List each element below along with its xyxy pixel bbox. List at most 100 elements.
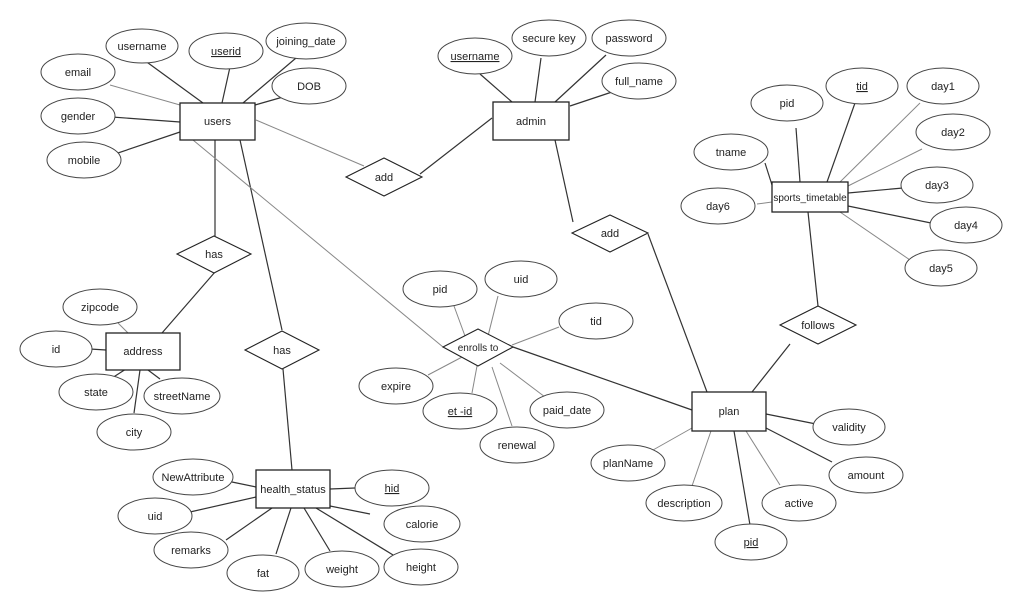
attribute-enrolls-expire[interactable]: expire	[358, 367, 434, 405]
attribute-sports-timetable-day3-label: day3	[925, 180, 949, 192]
attribute-users-gender-label: gender	[61, 111, 96, 123]
attribute-health-uid-label: uid	[148, 511, 163, 523]
attribute-plan-active-label: active	[785, 498, 814, 510]
attribute-sports-timetable-pid[interactable]: pid	[750, 84, 824, 122]
attribute-users-email[interactable]: email	[40, 53, 116, 91]
attribute-users-dob[interactable]: DOB	[271, 67, 347, 105]
attribute-health-newattribute-label: NewAttribute	[162, 472, 225, 484]
attribute-enrolls-expire-label: expire	[381, 381, 411, 393]
entity-plan[interactable]: plan	[691, 391, 767, 432]
attribute-admin-secure-key[interactable]: secure key	[511, 19, 587, 57]
attribute-sports-timetable-day4-label: day4	[954, 220, 978, 232]
attribute-enrolls-tid-label: tid	[590, 316, 602, 328]
attribute-plan-amount-label: amount	[848, 470, 885, 482]
attribute-enrolls-paid-date-label: paid_date	[543, 405, 591, 417]
entity-sports-timetable[interactable]: sports_timetable	[771, 181, 849, 213]
attribute-address-streetname[interactable]: streetName	[143, 377, 221, 415]
entity-admin[interactable]: admin	[492, 101, 570, 141]
attribute-users-username[interactable]: username	[105, 28, 179, 64]
attribute-address-state[interactable]: state	[58, 373, 134, 411]
attribute-users-userid-label: userid	[211, 46, 241, 58]
attribute-health-height[interactable]: height	[383, 548, 459, 586]
attribute-address-zipcode[interactable]: zipcode	[62, 288, 138, 326]
relationship-has-health-label: has	[273, 345, 291, 357]
attribute-plan-pid-label: pid	[744, 537, 759, 549]
attribute-enrolls-renewal[interactable]: renewal	[479, 426, 555, 464]
entity-health-status[interactable]: health_status	[255, 469, 331, 509]
attribute-health-weight-label: weight	[325, 564, 358, 576]
connectors	[89, 54, 932, 559]
entity-sports-timetable-label: sports_timetable	[773, 193, 847, 204]
attribute-sports-timetable-day2[interactable]: day2	[915, 113, 991, 151]
attribute-plan-amount[interactable]: amount	[828, 456, 904, 494]
attribute-plan-planname-label: planName	[603, 458, 653, 470]
attribute-users-userid[interactable]: userid	[188, 32, 264, 70]
relationship-enrolls-to[interactable]: enrolls to	[441, 328, 515, 367]
entity-plan-label: plan	[719, 406, 740, 418]
attribute-health-weight[interactable]: weight	[304, 550, 380, 588]
attribute-plan-description-label: description	[657, 498, 710, 510]
attribute-address-city[interactable]: city	[96, 413, 172, 451]
attribute-health-uid[interactable]: uid	[117, 497, 193, 535]
attribute-admin-password[interactable]: password	[591, 19, 667, 57]
attribute-sports-timetable-tid-label: tid	[856, 81, 868, 93]
entity-address[interactable]: address	[105, 332, 181, 371]
attribute-health-height-label: height	[406, 562, 436, 574]
relationship-has-address-label: has	[205, 249, 223, 261]
attribute-users-mobile-label: mobile	[68, 155, 100, 167]
attribute-sports-timetable-tname-label: tname	[716, 147, 747, 159]
attribute-address-state-label: state	[84, 387, 108, 399]
relationship-add-users-admin[interactable]: add	[344, 157, 424, 197]
attribute-plan-planname[interactable]: planName	[590, 444, 666, 482]
attribute-sports-timetable-day5[interactable]: day5	[904, 249, 978, 287]
relationship-follows[interactable]: follows	[778, 305, 858, 345]
attribute-admin-full-name-label: full_name	[615, 76, 663, 88]
attribute-users-mobile[interactable]: mobile	[46, 141, 122, 179]
attribute-plan-active[interactable]: active	[761, 484, 837, 522]
attribute-sports-timetable-day1-label: day1	[931, 81, 955, 93]
attribute-users-joining-date-label: joining_date	[275, 36, 335, 48]
attribute-plan-validity-label: validity	[832, 422, 866, 434]
attribute-admin-secure-key-label: secure key	[522, 33, 576, 45]
attribute-admin-username-label: username	[451, 51, 500, 63]
attribute-plan-validity[interactable]: validity	[812, 408, 886, 446]
attribute-users-joining-date[interactable]: joining_date	[265, 22, 347, 60]
attribute-sports-timetable-day6[interactable]: day6	[680, 187, 756, 225]
attribute-health-remarks[interactable]: remarks	[153, 531, 229, 569]
attribute-enrolls-et-id[interactable]: et -id	[422, 392, 498, 430]
entity-address-label: address	[123, 346, 163, 358]
attribute-address-id[interactable]: id	[19, 330, 93, 368]
attribute-sports-timetable-pid-label: pid	[780, 98, 795, 110]
attribute-enrolls-pid[interactable]: pid	[402, 270, 478, 308]
entity-users-label: users	[204, 116, 231, 128]
attribute-sports-timetable-tid[interactable]: tid	[825, 67, 899, 105]
relationship-has-health[interactable]: has	[243, 330, 321, 370]
attribute-admin-full-name[interactable]: full_name	[601, 62, 677, 100]
attribute-health-calorie[interactable]: calorie	[383, 505, 461, 543]
attribute-sports-timetable-day1[interactable]: day1	[906, 67, 980, 105]
attribute-users-email-label: email	[65, 67, 91, 79]
attribute-address-id-label: id	[52, 344, 61, 356]
attribute-enrolls-paid-date[interactable]: paid_date	[529, 391, 605, 429]
attribute-plan-pid[interactable]: pid	[714, 523, 788, 561]
attribute-sports-timetable-day3[interactable]: day3	[900, 166, 974, 204]
attribute-sports-timetable-tname[interactable]: tname	[693, 133, 769, 171]
attribute-health-newattribute[interactable]: NewAttribute	[152, 458, 234, 496]
attribute-users-gender[interactable]: gender	[40, 97, 116, 135]
attribute-enrolls-renewal-label: renewal	[498, 440, 537, 452]
attribute-health-hid[interactable]: hid	[354, 469, 430, 507]
attribute-health-fat[interactable]: fat	[226, 554, 300, 592]
attribute-users-username-label: username	[118, 41, 167, 53]
entity-users[interactable]: users	[179, 102, 256, 141]
relationship-add-admin-plan[interactable]: add	[570, 214, 650, 253]
attribute-enrolls-uid[interactable]: uid	[484, 260, 558, 298]
relationship-follows-label: follows	[801, 320, 835, 332]
attribute-sports-timetable-day4[interactable]: day4	[929, 206, 1003, 244]
attribute-enrolls-tid[interactable]: tid	[558, 302, 634, 340]
relationship-enrolls-to-label: enrolls to	[458, 343, 499, 354]
entity-admin-label: admin	[516, 116, 546, 128]
attribute-admin-username[interactable]: username	[437, 37, 513, 75]
attribute-plan-description[interactable]: description	[645, 484, 723, 522]
relationship-add-users-admin-label: add	[375, 172, 393, 184]
relationship-has-address[interactable]: has	[175, 235, 253, 274]
